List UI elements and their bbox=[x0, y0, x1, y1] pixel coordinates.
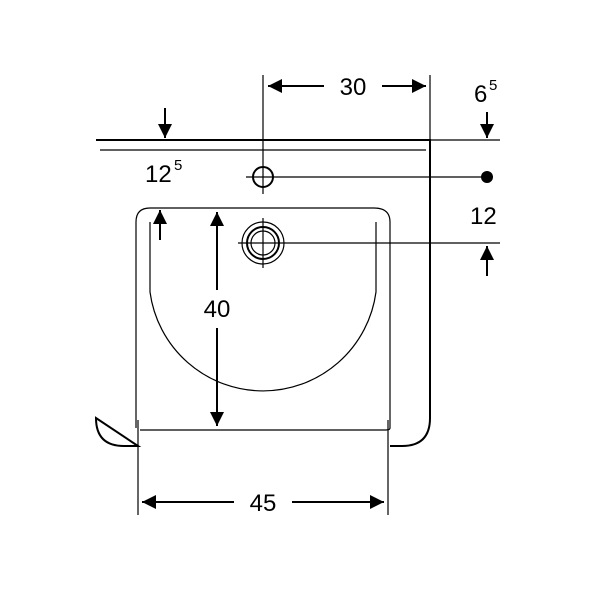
basin-bowl-outline bbox=[135, 207, 391, 431]
dim-width-top: 30 bbox=[262, 74, 431, 160]
dim-bowl-width: 45 bbox=[137, 420, 389, 517]
dim-right-offset-label: 12 bbox=[470, 203, 497, 230]
dim-right-offset: 12 bbox=[470, 203, 497, 276]
basin-bowl-floor bbox=[149, 222, 377, 392]
tap-hole-icon bbox=[246, 160, 488, 194]
dim-bowl-depth: 40 bbox=[204, 212, 231, 426]
drain-icon bbox=[238, 218, 500, 268]
dim-right-top: 6 5 bbox=[430, 77, 500, 141]
dim-bowl-depth-label: 40 bbox=[204, 296, 231, 323]
dim-left-offset-sup: 5 bbox=[174, 157, 182, 174]
dim-left-offset: 12 5 bbox=[145, 157, 182, 240]
dim-left-offset-label: 12 bbox=[145, 161, 172, 188]
dim-right-top-label: 6 bbox=[474, 81, 487, 108]
tap-reference-dot bbox=[481, 171, 493, 183]
dim-bowl-width-label: 45 bbox=[250, 490, 277, 517]
basin-outer-outline bbox=[94, 139, 431, 447]
dim-right-top-sup: 5 bbox=[489, 77, 497, 94]
dim-width-top-label: 30 bbox=[340, 74, 367, 101]
